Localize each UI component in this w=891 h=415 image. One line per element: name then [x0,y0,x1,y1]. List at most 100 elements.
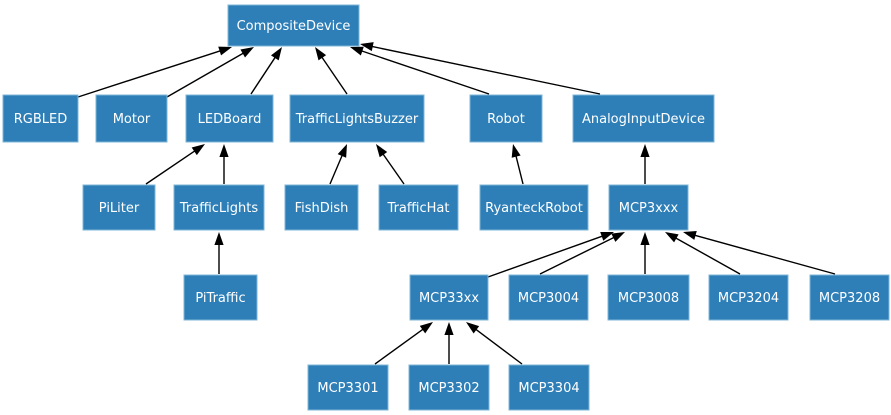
arrowhead-icon [315,47,327,61]
class-node-mcp3302[interactable]: MCP3302 [408,364,490,411]
class-node-fishdish[interactable]: FishDish [284,184,359,231]
class-node-box[interactable] [227,4,360,47]
class-node-mcp3204[interactable]: MCP3204 [708,274,789,321]
class-node-box[interactable] [809,274,890,321]
edge-line [487,235,604,278]
inheritance-edge [145,144,205,185]
class-node-rgbled[interactable]: RGBLED [2,94,79,143]
inheritance-edge [315,47,348,95]
class-node-box[interactable] [408,364,490,411]
edge-line [381,152,405,185]
arrowhead-icon [337,144,347,158]
arrowhead-icon [444,322,454,335]
class-node-mcp3xxx[interactable]: MCP3xxx [608,184,689,231]
arrowhead-icon [611,232,625,242]
class-node-mcp3301[interactable]: MCP3301 [307,364,389,411]
class-node-mcp33xx[interactable]: MCP33xx [409,274,489,321]
inheritance-edge [683,231,836,275]
arrowhead-icon [640,232,650,245]
class-node-box[interactable] [173,184,265,231]
class-node-box[interactable] [289,94,425,143]
class-node-box[interactable] [183,274,258,321]
class-node-box[interactable] [95,94,168,143]
class-node-box[interactable] [307,364,389,411]
arrowhead-icon [271,47,282,61]
class-node-box[interactable] [572,94,715,143]
class-node-box[interactable] [469,94,543,143]
class-node-trafficlights[interactable]: TrafficLights [173,184,265,231]
inheritance-edge [374,322,433,365]
edge-line [145,149,197,185]
class-node-mcp3004[interactable]: MCP3004 [508,274,589,321]
edge-line [320,55,348,95]
inheritance-edge [360,42,601,95]
class-node-ledboard[interactable]: LEDBoard [185,94,274,143]
class-node-compositedevice[interactable]: CompositeDevice [227,4,360,47]
arrowhead-icon [360,42,374,52]
class-node-box[interactable] [378,184,459,231]
class-node-mcp3304[interactable]: MCP3304 [508,364,590,411]
inheritance-edge [640,144,650,184]
inheritance-edge [466,322,523,365]
edge-line [370,45,601,95]
arrowhead-icon [214,232,224,245]
edge-line [539,236,616,275]
edge-line [166,51,245,98]
edge-line [693,234,836,275]
class-node-box[interactable] [608,184,689,231]
arrowhead-icon [191,144,205,156]
arrowhead-icon [376,144,388,158]
inheritance-edge [444,322,454,364]
class-node-ryanteckrobot[interactable]: RyanteckRobot [479,184,589,231]
edge-line [250,55,277,95]
arrowhead-icon [665,232,679,243]
class-node-box[interactable] [607,274,690,321]
inheritance-edge [329,144,347,185]
class-node-piliter[interactable]: PiLiter [82,184,156,231]
class-node-motor[interactable]: Motor [95,94,168,143]
edge-line [329,153,344,185]
class-node-box[interactable] [508,364,590,411]
arrowhead-icon [219,144,229,157]
edges-layer [77,42,836,365]
class-node-box[interactable] [479,184,589,231]
class-node-analoginputdevice[interactable]: AnalogInputDevice [572,94,715,143]
class-node-pitraffic[interactable]: PiTraffic [183,274,258,321]
class-node-box[interactable] [2,94,79,143]
edge-line [474,328,523,365]
inheritance-edge [214,232,224,274]
inheritance-edge [539,232,625,275]
class-node-trafficlightsbuzzer[interactable]: TrafficLightsBuzzer [289,94,425,143]
arrowhead-icon [466,322,480,334]
arrowhead-icon [683,231,697,240]
arrowhead-icon [218,46,232,56]
edge-line [360,49,490,95]
class-node-box[interactable] [409,274,489,321]
inheritance-edge [640,232,650,274]
edge-line [514,154,524,185]
inheritance-edge [376,144,405,185]
class-node-box[interactable] [284,184,359,231]
class-node-box[interactable] [508,274,589,321]
arrowhead-icon [419,322,433,334]
class-node-traffichat[interactable]: TrafficHat [378,184,459,231]
inheritance-edge [250,47,282,95]
class-node-mcp3208[interactable]: MCP3208 [809,274,890,321]
class-node-mcp3008[interactable]: MCP3008 [607,274,690,321]
class-node-box[interactable] [708,274,789,321]
inheritance-edge [166,47,254,98]
inheritance-edge [511,144,524,185]
edge-line [77,49,222,98]
class-node-robot[interactable]: Robot [469,94,543,143]
arrowhead-icon [600,232,614,241]
inheritance-edge [487,232,614,278]
arrowhead-icon [511,144,521,158]
class-node-box[interactable] [185,94,274,143]
arrowhead-icon [240,47,254,58]
class-node-box[interactable] [82,184,156,231]
inheritance-edge [350,46,490,95]
arrowhead-icon [350,46,364,56]
